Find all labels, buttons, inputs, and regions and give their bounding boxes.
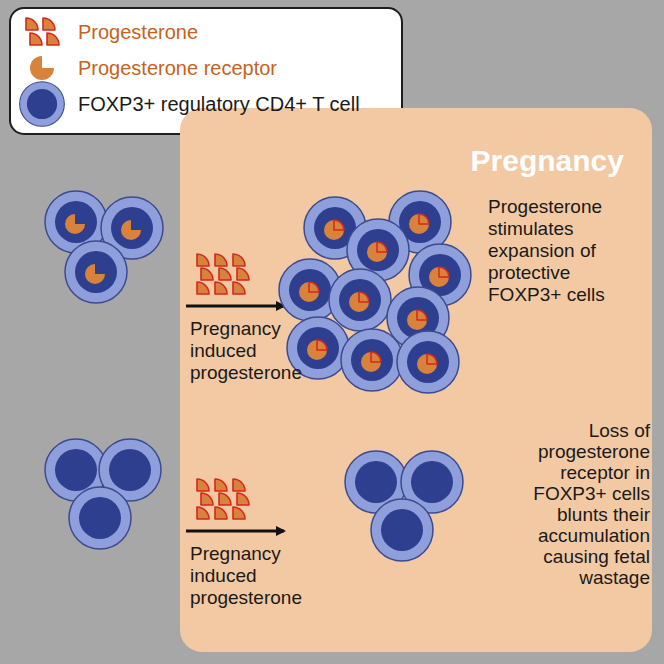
- progesterone-molecule: [237, 268, 249, 280]
- legend-text: Progesterone: [78, 21, 198, 43]
- progesterone-molecule: [197, 479, 209, 491]
- annotation-text: Loss of progesterone receptor in FOXP3+ …: [500, 420, 650, 588]
- annotation-text: Progesterone stimulates expansion of pro…: [488, 196, 648, 306]
- progesterone-molecule: [30, 33, 42, 45]
- cell-icon: [20, 82, 65, 127]
- arrow: [186, 530, 284, 533]
- progesterone-molecule: [47, 33, 59, 45]
- progesterone-molecule: [237, 493, 249, 505]
- expanded-cells: [279, 191, 471, 393]
- progesterone-molecule: [215, 507, 227, 519]
- progesterone-molecule: [215, 254, 227, 266]
- legend-text: Progesterone receptor: [78, 57, 277, 79]
- cells-without-receptor: [345, 451, 463, 561]
- progesterone-molecule: [197, 507, 209, 519]
- progesterone-molecule: [197, 282, 209, 294]
- arrow: [186, 305, 284, 308]
- receptor-icon: [30, 56, 54, 80]
- cells-with-receptor: [45, 191, 163, 303]
- cells-without-receptor: [45, 439, 161, 549]
- progesterone-group: [197, 479, 249, 519]
- progesterone-molecule: [219, 493, 231, 505]
- legend-text: FOXP3+ regulatory CD4+ T cell: [78, 93, 360, 115]
- progesterone-molecule: [197, 254, 209, 266]
- progesterone-molecule: [233, 479, 245, 491]
- progesterone-molecule: [215, 282, 227, 294]
- progesterone-molecule: [26, 18, 38, 30]
- progesterone-group: [197, 254, 249, 294]
- progesterone-molecule: [215, 479, 227, 491]
- annotation-text: Pregnancy induced progesterone: [190, 543, 302, 609]
- progesterone-molecule: [233, 282, 245, 294]
- annotation-text: Pregnancy induced progesterone: [190, 318, 302, 384]
- progesterone-molecule: [201, 268, 213, 280]
- progesterone-molecule: [233, 507, 245, 519]
- progesterone-molecule: [201, 493, 213, 505]
- progesterone-icon: [26, 18, 59, 45]
- progesterone-molecule: [43, 18, 55, 30]
- panel-title: Pregnancy: [471, 144, 624, 178]
- progesterone-molecule: [233, 254, 245, 266]
- progesterone-molecule: [219, 268, 231, 280]
